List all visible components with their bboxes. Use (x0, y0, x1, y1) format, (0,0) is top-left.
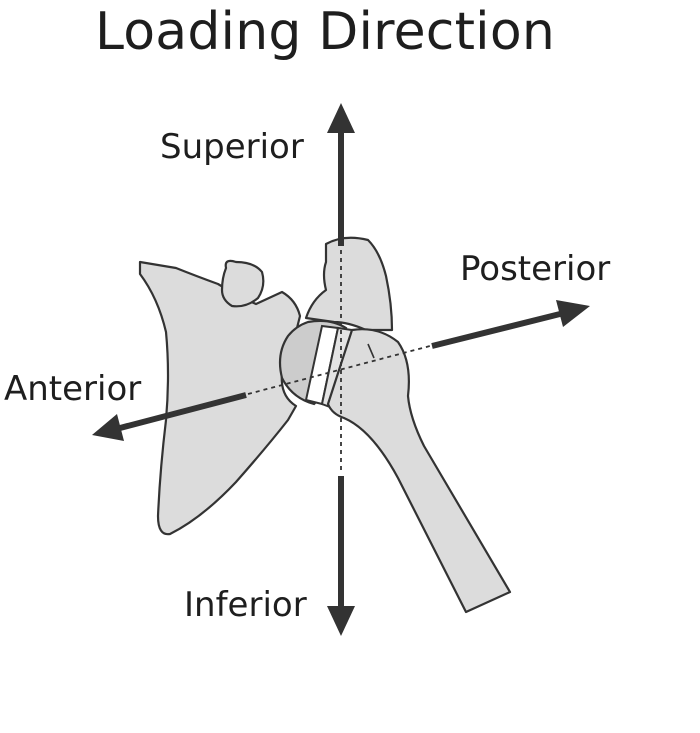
diagram-title: Loading Direction (95, 2, 555, 62)
label-posterior: Posterior (460, 249, 610, 289)
superior-arrow (327, 103, 355, 246)
acromion (304, 236, 394, 332)
humerus (326, 328, 512, 614)
coracoid-process (220, 259, 265, 308)
posterior-arrow (431, 300, 590, 349)
humerus-detail-line (367, 343, 375, 359)
anterior-arrow (92, 392, 247, 441)
inferior-arrow (327, 476, 355, 636)
label-superior: Superior (160, 127, 304, 167)
label-inferior: Inferior (184, 585, 307, 625)
scapula-shape (138, 260, 302, 536)
label-anterior: Anterior (4, 369, 141, 409)
